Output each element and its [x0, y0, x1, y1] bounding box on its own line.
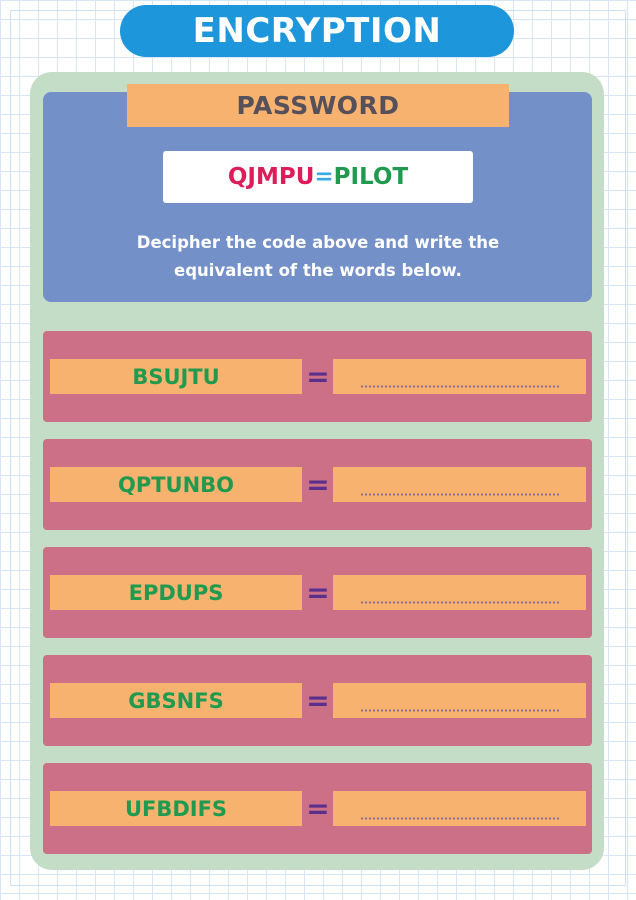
answer-field-2[interactable]	[333, 467, 586, 502]
equals-sign-3: =	[306, 576, 330, 609]
example-code-box: QJMPU=PILOT	[163, 151, 473, 203]
exercise-row-5: UFBDIFS =	[43, 763, 592, 854]
instruction-text: Decipher the code above and write the eq…	[60, 229, 576, 285]
cipher-word-5: UFBDIFS	[50, 791, 302, 826]
exercise-row-1: BSUJTU =	[43, 331, 592, 422]
dotted-answer-line-3	[360, 601, 559, 604]
instruction-line-2: equivalent of the words below.	[174, 261, 462, 280]
dotted-answer-line-4	[360, 709, 559, 712]
cipher-word-3: EPDUPS	[50, 575, 302, 610]
example-plain-word: PILOT	[333, 164, 409, 190]
title-banner: ENCRYPTION	[120, 5, 514, 57]
answer-field-3[interactable]	[333, 575, 586, 610]
answer-field-1[interactable]	[333, 359, 586, 394]
dotted-answer-line-1	[360, 385, 559, 388]
cipher-word-2: QPTUNBO	[50, 467, 302, 502]
exercise-row-3: EPDUPS =	[43, 547, 592, 638]
exercise-row-2: QPTUNBO =	[43, 439, 592, 530]
example-cipher-word: QJMPU	[227, 164, 315, 190]
equals-sign-4: =	[306, 684, 330, 717]
password-header-label: PASSWORD	[236, 91, 400, 120]
page-title: ENCRYPTION	[192, 11, 442, 51]
cipher-word-1: BSUJTU	[50, 359, 302, 394]
instruction-line-1: Decipher the code above and write the	[136, 233, 500, 252]
equals-sign-2: =	[306, 468, 330, 501]
dotted-answer-line-5	[360, 817, 559, 820]
answer-field-4[interactable]	[333, 683, 586, 718]
equals-sign-5: =	[306, 792, 330, 825]
cipher-word-4: GBSNFS	[50, 683, 302, 718]
answer-field-5[interactable]	[333, 791, 586, 826]
exercise-row-4: GBSNFS =	[43, 655, 592, 746]
dotted-answer-line-2	[360, 493, 559, 496]
password-header: PASSWORD	[127, 84, 509, 127]
equals-sign-1: =	[306, 360, 330, 393]
example-equals-sign: =	[314, 164, 334, 190]
